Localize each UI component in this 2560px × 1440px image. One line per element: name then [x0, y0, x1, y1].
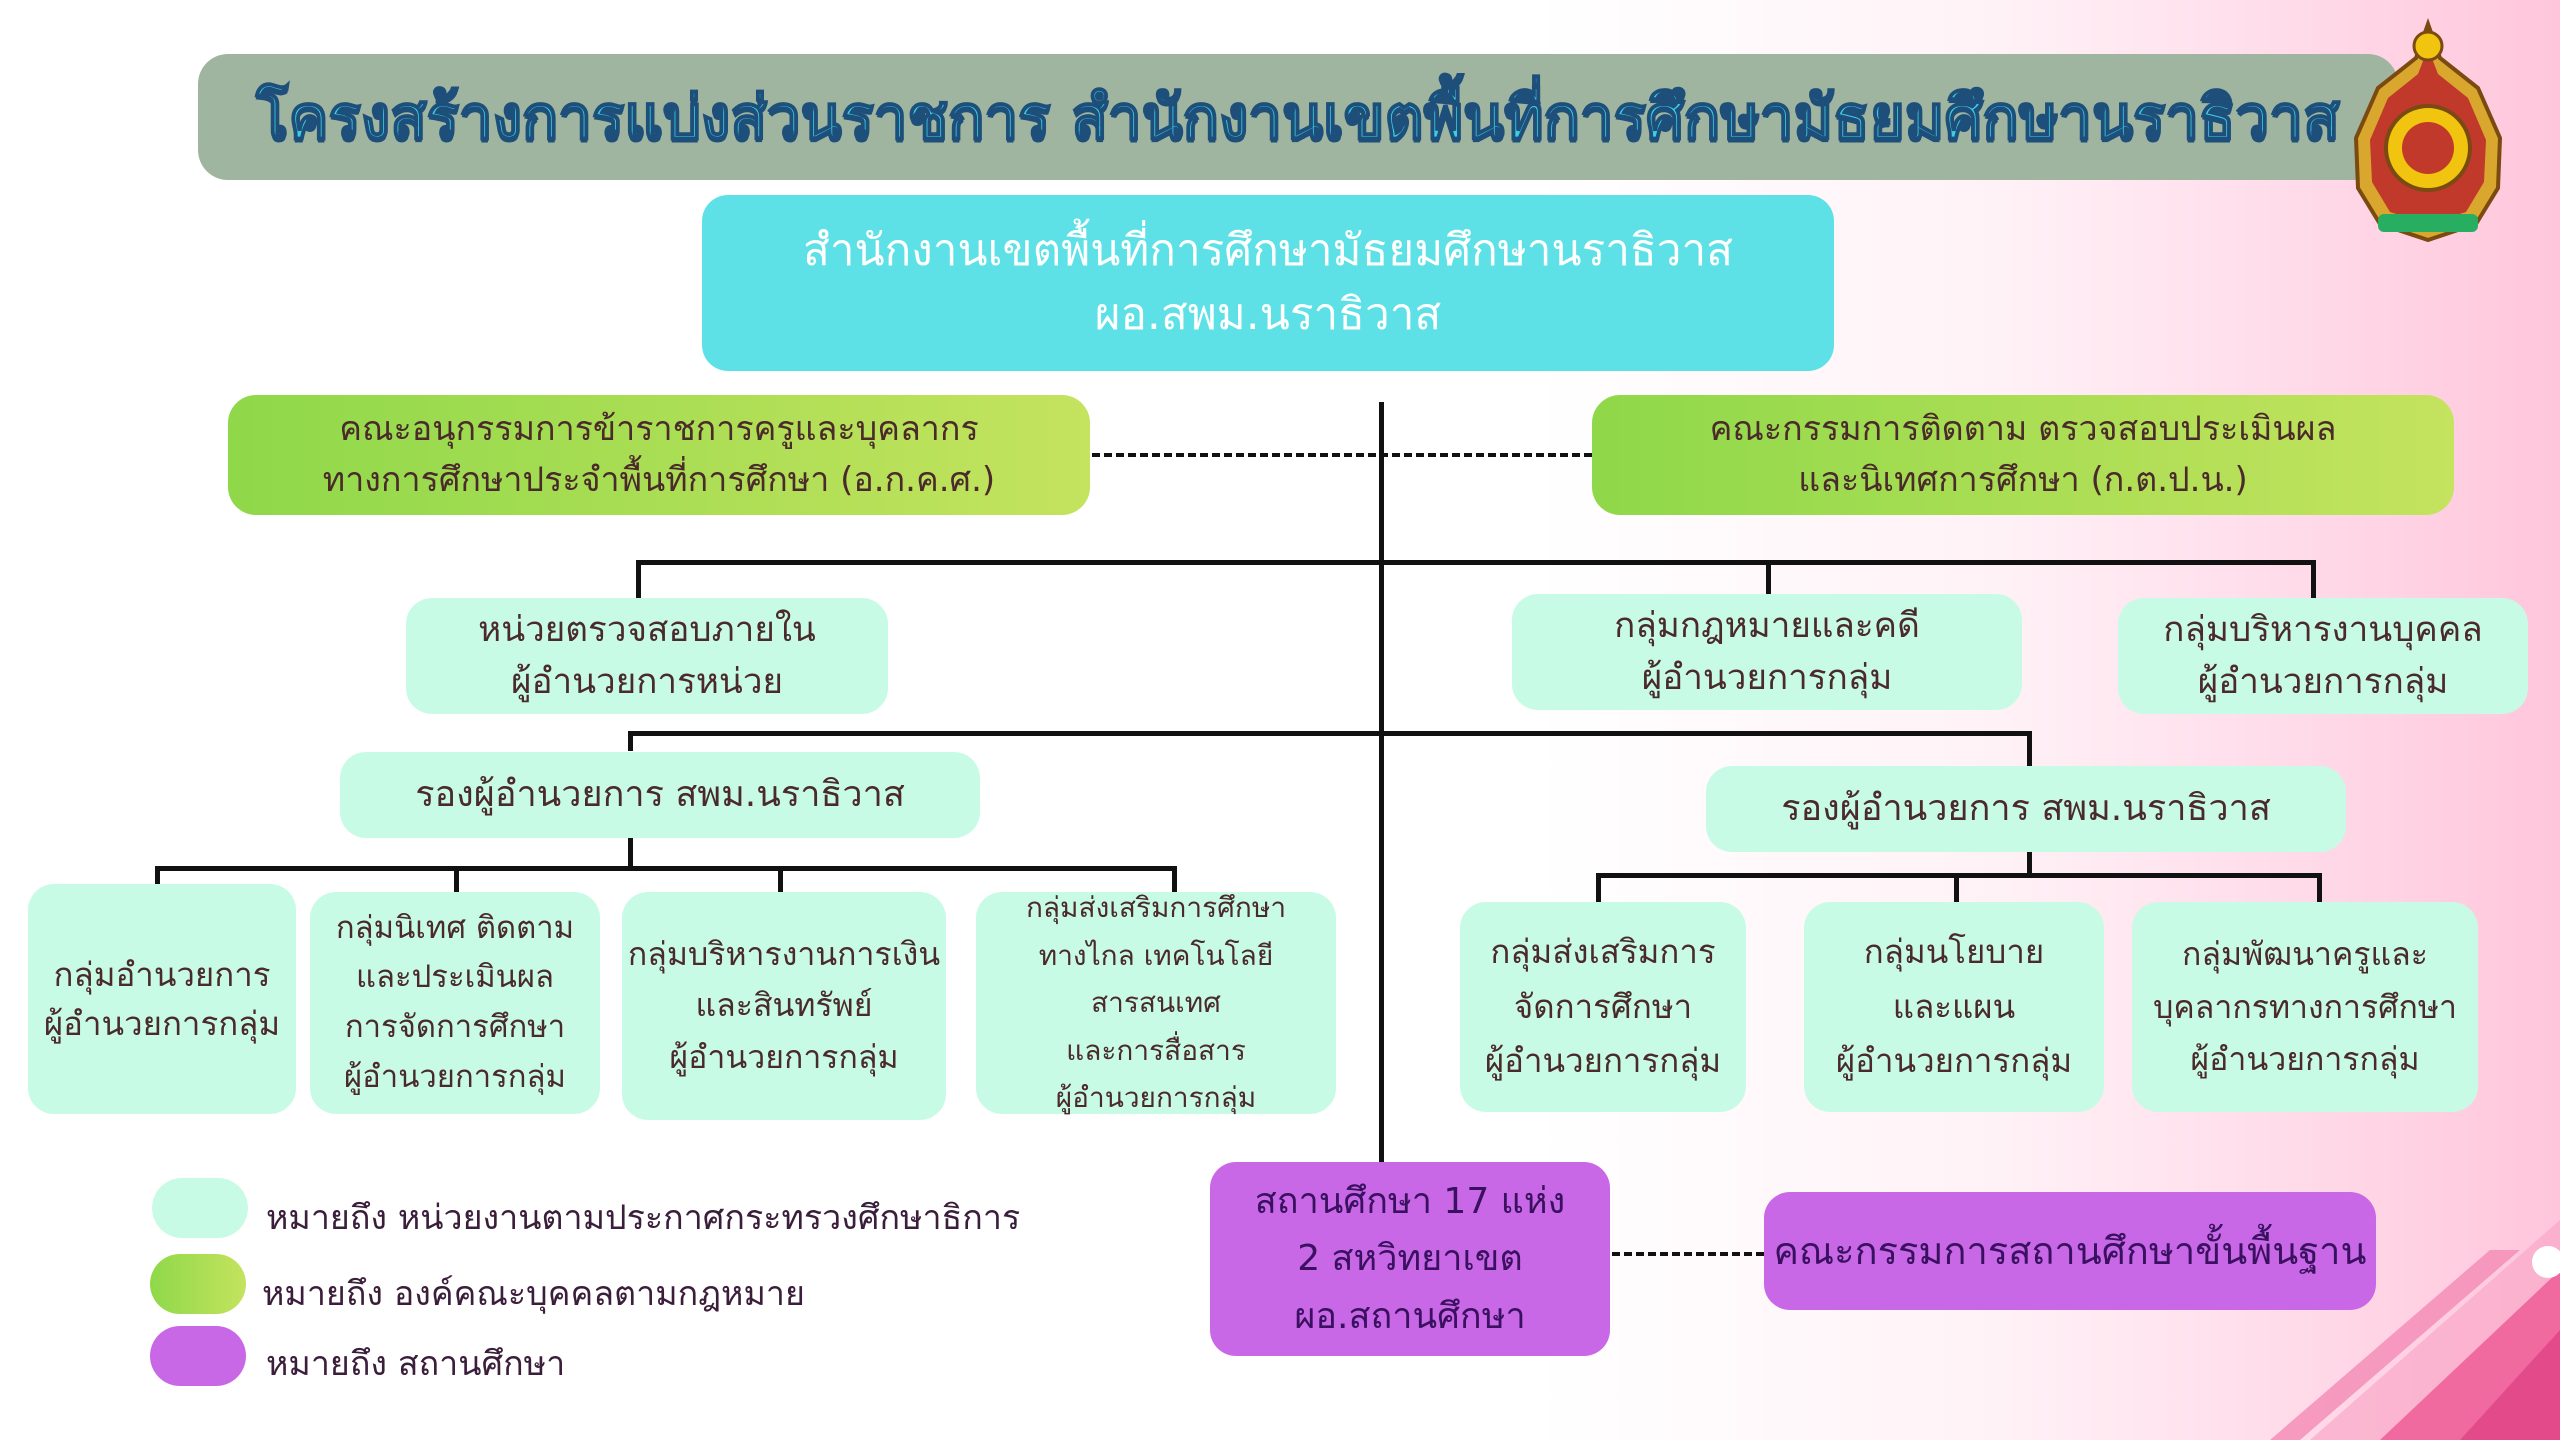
left-group-2-line: การจัดการศึกษา: [344, 1009, 566, 1045]
right-deputy-down-line: [2027, 850, 2032, 878]
right-deputy-box: รองผู้อำนวยการ สพม.นราธิวาส: [1706, 766, 2346, 852]
title-bar: โครงสร้างการแบ่งส่วนราชการ สำนักงานเขตพื…: [198, 54, 2398, 180]
main-vertical-line: [1379, 402, 1384, 1162]
legend-purple-text: หมายถึง สถานศึกษา: [266, 1344, 566, 1384]
right-deputy-title: รองผู้อำนวยการ สพม.นราธิวาส: [1781, 788, 2271, 829]
left-group-3-line: ผู้อำนวยการกลุ่ม: [669, 1037, 899, 1076]
top-office-director: ผอ.สพม.นราธิวาส: [1094, 289, 1442, 340]
schools-director: ผอ.สถานศึกษา: [1294, 1295, 1526, 1337]
right-group-1-line: จัดการศึกษา: [1513, 986, 1693, 1026]
right-group-3-line: ผู้อำนวยการกลุ่ม: [2190, 1040, 2420, 1079]
right-group-3-line: บุคลากรทางการศึกษา: [2153, 987, 2457, 1026]
left-deputy-box: รองผู้อำนวยการ สพม.นราธิวาส: [340, 752, 980, 838]
personnel-group-name: กลุ่มบริหารงานบุคคล: [2163, 609, 2483, 650]
basic-board-title: คณะกรรมการสถานศึกษาขั้นพื้นฐาน: [1773, 1228, 2367, 1273]
right-group-2-line: ผู้อำนวยการกลุ่ม: [1835, 1041, 2073, 1081]
left-deputy-down-line: [628, 838, 633, 870]
right-group-3-connector: [2317, 873, 2322, 903]
internal-audit-name: หน่วยตรวจสอบภายใน: [478, 609, 816, 650]
left-committee-box: คณะอนุกรรมการข้าราชการครูและบุคลากร ทางก…: [228, 395, 1090, 515]
right-committee-box: คณะกรรมการติดตาม ตรวจสอบประเมินผล และนิเ…: [1592, 395, 2454, 515]
legend-mint-swatch: [152, 1178, 248, 1238]
right-group-1: กลุ่มส่งเสริมการ จัดการศึกษา ผู้อำนวยการ…: [1460, 902, 1746, 1112]
left-deputy-connector: [628, 731, 633, 751]
right-group-2-line: และแผน: [1892, 986, 2016, 1026]
deputies-horizontal-line: [628, 731, 2032, 736]
left-group-4-line: ทางไกล เทคโนโลยีสารสนเทศ: [1038, 938, 1274, 1020]
corner-stripes-decoration: [2270, 1220, 2560, 1440]
left-group-3-connector: [778, 866, 783, 894]
left-group-2-line: กลุ่มนิเทศ ติดตาม: [335, 909, 575, 946]
personnel-connector: [2311, 560, 2316, 600]
legend-green-text: หมายถึง องค์คณะบุคคลตามกฎหมาย: [262, 1274, 805, 1314]
right-committee-line1: คณะกรรมการติดตาม ตรวจสอบประเมินผล: [1709, 409, 2337, 449]
page-title: โครงสร้างการแบ่งส่วนราชการ สำนักงานเขตพื…: [255, 82, 2340, 154]
left-group-4: กลุ่มส่งเสริมการศึกษา ทางไกล เทคโนโลยีสา…: [976, 891, 1336, 1114]
legal-group-director: ผู้อำนวยการกลุ่ม: [1641, 658, 1893, 698]
left-group-3: กลุ่มบริหารงานการเงิน และสินทรัพย์ ผู้อำ…: [622, 892, 946, 1120]
left-group-3-line: กลุ่มบริหารงานการเงิน: [627, 935, 941, 974]
left-committee-line2: ทางการศึกษาประจำพื้นที่การศึกษา (อ.ก.ค.ศ…: [322, 460, 996, 500]
left-groups-horizontal-line: [155, 866, 1177, 871]
right-group-1-connector: [1596, 873, 1601, 903]
legend-green-swatch: [150, 1254, 246, 1314]
left-committee-line1: คณะอนุกรรมการข้าราชการครูและบุคลากร: [339, 409, 979, 449]
left-group-4-connector: [1172, 866, 1177, 894]
left-group-4-line: กลุ่มส่งเสริมการศึกษา: [1025, 891, 1287, 925]
left-group-1: กลุ่มอำนวยการ ผู้อำนวยการกลุ่ม: [28, 884, 296, 1114]
left-deputy-title: รองผู้อำนวยการ สพม.นราธิวาส: [415, 774, 905, 815]
right-group-2-connector: [1954, 873, 1959, 903]
internal-audit-box: หน่วยตรวจสอบภายใน ผู้อำนวยการหน่วย: [406, 598, 888, 714]
left-group-1-line: ผู้อำนวยการกลุ่ม: [43, 1004, 281, 1043]
left-group-4-line: ผู้อำนวยการกลุ่ม: [1055, 1081, 1257, 1115]
legend-mint-text: หมายถึง หน่วยงานตามประกาศกระทรวงศึกษาธิก…: [266, 1198, 1021, 1238]
right-group-3: กลุ่มพัฒนาครูและ บุคลากรทางการศึกษา ผู้อ…: [2132, 902, 2478, 1112]
legal-group-box: กลุ่มกฎหมายและคดี ผู้อำนวยการกลุ่ม: [1512, 594, 2022, 710]
personnel-group-box: กลุ่มบริหารงานบุคคล ผู้อำนวยการกลุ่ม: [2118, 598, 2528, 714]
ministry-emblem-icon: [2353, 18, 2503, 242]
left-group-3-line: และสินทรัพย์: [695, 986, 873, 1025]
right-groups-horizontal-line: [1596, 873, 2322, 878]
right-group-2-line: กลุ่มนโยบาย: [1863, 932, 2045, 972]
internal-audit-director: ผู้อำนวยการหน่วย: [510, 662, 784, 702]
schools-campuses: 2 สหวิทยาเขต: [1297, 1238, 1523, 1280]
top-office-name: สำนักงานเขตพื้นที่การศึกษามัธยมศึกษานราธ…: [802, 225, 1734, 277]
top-office-box: สำนักงานเขตพื้นที่การศึกษามัธยมศึกษานราธ…: [702, 195, 1834, 371]
schools-box: สถานศึกษา 17 แห่ง 2 สหวิทยาเขต ผอ.สถานศึ…: [1210, 1162, 1610, 1356]
left-group-4-line: และการสื่อสาร: [1066, 1033, 1246, 1067]
legal-connector: [1766, 560, 1771, 596]
right-deputy-connector: [2027, 731, 2032, 767]
legend-purple-swatch: [150, 1326, 246, 1386]
audit-connector: [636, 560, 641, 600]
left-group-2-line: และประเมินผล: [356, 959, 554, 996]
left-group-1-connector: [155, 866, 160, 886]
left-group-2-line: ผู้อำนวยการกลุ่ม: [344, 1058, 566, 1095]
right-group-3-line: กลุ่มพัฒนาครูและ: [2182, 934, 2428, 973]
left-group-2: กลุ่มนิเทศ ติดตาม และประเมินผล การจัดการ…: [310, 892, 600, 1114]
right-committee-line2: และนิเทศการศึกษา (ก.ต.ป.น.): [1798, 460, 2248, 500]
basic-board-box: คณะกรรมการสถานศึกษาขั้นพื้นฐาน: [1764, 1192, 2376, 1310]
personnel-group-director: ผู้อำนวยการกลุ่ม: [2197, 662, 2449, 702]
right-group-1-line: กลุ่มส่งเสริมการ: [1490, 932, 1716, 972]
schools-count: สถานศึกษา 17 แห่ง: [1254, 1180, 1566, 1222]
left-group-2-connector: [454, 866, 459, 894]
right-group-1-line: ผู้อำนวยการกลุ่ม: [1484, 1041, 1722, 1081]
left-group-1-line: กลุ่มอำนวยการ: [53, 954, 271, 994]
basic-board-dashed-line: [1612, 1252, 1764, 1256]
left-committee-dashed-line: [1092, 453, 1592, 457]
legal-group-name: กลุ่มกฎหมายและคดี: [1614, 605, 1920, 646]
right-group-2: กลุ่มนโยบาย และแผน ผู้อำนวยการกลุ่ม: [1804, 902, 2104, 1112]
units-horizontal-line: [636, 560, 2316, 565]
